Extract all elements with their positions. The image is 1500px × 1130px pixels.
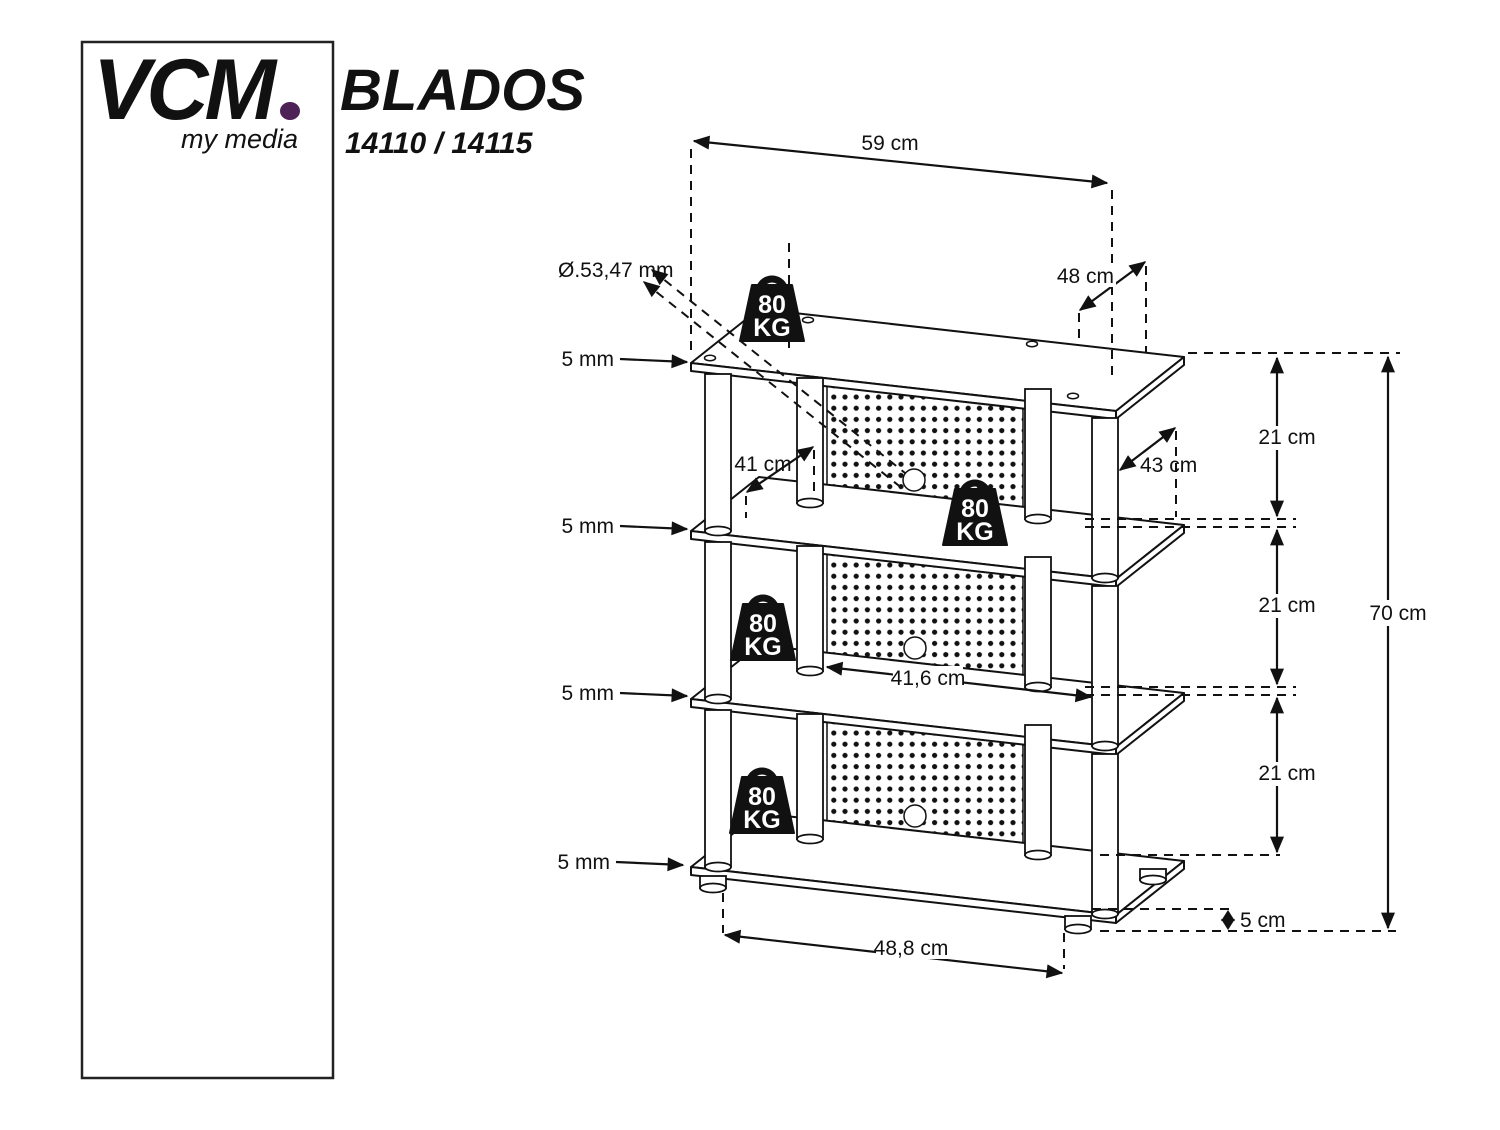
support-pole	[1091, 585, 1119, 747]
model-numbers: 14110 / 14115	[345, 127, 534, 160]
logo-panel	[80, 40, 335, 1080]
screw-hole	[703, 354, 717, 362]
dim-hole-diameter: Ø.53,47 mm	[558, 243, 906, 490]
shelf-gap-label: 21 cm	[1258, 594, 1315, 617]
dim-foot-height: 5 cm	[1221, 909, 1286, 932]
support-pole	[1024, 556, 1052, 688]
total-height-label: 70 cm	[1369, 602, 1426, 625]
support-pole	[796, 545, 824, 672]
support-pole	[1024, 724, 1052, 856]
support-pole	[1091, 753, 1119, 915]
vcm-logo: VCM	[93, 42, 278, 138]
dim-top-depth: 48 cm	[1057, 261, 1147, 352]
support-pole	[704, 709, 732, 868]
top-depth-label: 48 cm	[1057, 265, 1114, 288]
support-pole	[704, 373, 732, 532]
shelf-thickness-label: 5 mm	[562, 348, 615, 371]
product-title: BLADOS	[340, 58, 585, 123]
screw-hole	[1025, 340, 1039, 348]
cable-hole	[903, 804, 927, 828]
dim-shelf-gaps: 21 cm 21 cm 21 cm	[1250, 356, 1322, 854]
dim-inner-depth: 41 cm	[734, 446, 815, 518]
shelf-thickness-label: 5 mm	[558, 851, 611, 874]
dim-top-width: 59 cm	[690, 132, 1113, 378]
shelf-thickness-label: 5 mm	[562, 515, 615, 538]
shelf	[690, 812, 1185, 924]
shelf-gap-label: 21 cm	[1258, 762, 1315, 785]
shelf-gap-label: 21 cm	[1258, 426, 1315, 449]
logo-dot-icon	[280, 102, 300, 120]
dim-bottom-width: 48,8 cm	[722, 893, 1065, 979]
dim-total-height: 70 cm	[1360, 355, 1438, 930]
shelf-depth-label: 43 cm	[1140, 454, 1197, 477]
support-pole	[796, 713, 824, 840]
inner-width-label: 41,6 cm	[891, 667, 966, 690]
back-panels	[826, 382, 1024, 876]
inner-depth-label: 41 cm	[734, 453, 791, 476]
support-pole	[704, 541, 732, 700]
reference-lines	[1085, 352, 1400, 932]
screw-hole	[801, 316, 815, 324]
feet	[699, 868, 1167, 935]
dim-shelf-thickness: 5 mm 5 mm 5 mm 5 mm	[558, 348, 689, 874]
foot-height-label: 5 cm	[1240, 909, 1286, 932]
shelf	[690, 308, 1185, 420]
dim-shelf-depth: 43 cm	[1118, 427, 1197, 517]
bottom-width-label: 48,8 cm	[874, 937, 949, 960]
hole-diameter-label: Ø.53,47 mm	[558, 259, 674, 282]
support-pole	[796, 377, 824, 504]
dim-inner-width: 41,6 cm	[825, 661, 1093, 703]
cable-hole	[902, 468, 926, 492]
cable-hole	[903, 636, 927, 660]
brand-tagline: my media	[181, 124, 298, 154]
shelf-thickness-label: 5 mm	[562, 682, 615, 705]
top-width-label: 59 cm	[861, 132, 918, 155]
support-pole	[1091, 417, 1119, 579]
support-pole	[1024, 388, 1052, 520]
screw-hole	[1066, 392, 1080, 400]
